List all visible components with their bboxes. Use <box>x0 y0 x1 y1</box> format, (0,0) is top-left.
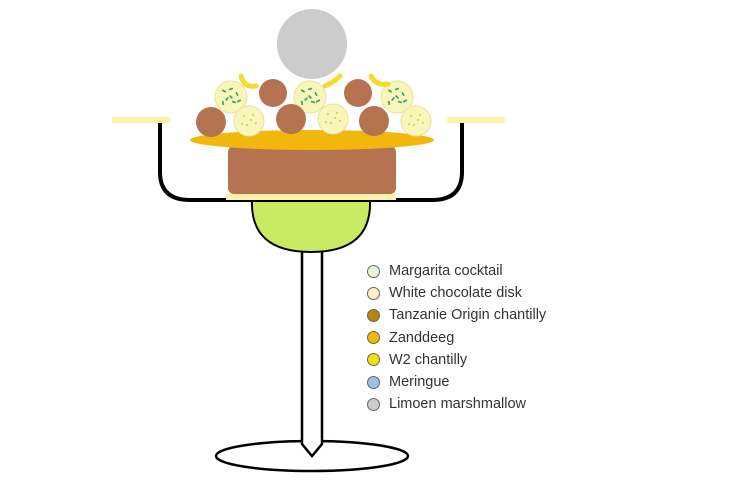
cream-dot <box>245 123 249 127</box>
chocolate-ball <box>359 106 389 136</box>
sprinkle <box>228 87 234 91</box>
sprinkle <box>236 99 242 103</box>
legend-swatch <box>367 375 380 389</box>
glass-rim-right <box>447 117 505 123</box>
chocolate-ball <box>276 104 306 134</box>
legend-swatch <box>367 397 380 411</box>
legend: Margarita cocktail White chocolate disk … <box>367 260 546 415</box>
sprinkle <box>314 91 318 97</box>
legend-item-margarita: Margarita cocktail <box>367 260 546 282</box>
sprinkle <box>300 89 306 93</box>
cream-dot <box>329 121 333 125</box>
sprinkle <box>395 95 399 99</box>
legend-swatch <box>367 353 380 367</box>
sprinkle <box>221 100 225 106</box>
sprinkle <box>308 95 312 99</box>
sprinkle <box>231 100 237 104</box>
sprinkle <box>401 91 405 97</box>
banana-slice <box>322 73 343 89</box>
sprinkle <box>304 96 308 102</box>
zanddeeg-disk <box>190 130 434 150</box>
legend-label: Limoen marshmallow <box>389 396 526 413</box>
cream-ball <box>317 103 349 135</box>
sprinkle <box>225 96 229 102</box>
legend-label: W2 chantilly <box>389 351 468 368</box>
tanzanie-chantilly-block <box>228 146 396 194</box>
sprinkle <box>221 89 227 93</box>
legend-item-marshmallow: Limoen marshmallow <box>367 393 546 415</box>
white-chocolate-disk <box>226 194 396 200</box>
cream-dot <box>249 118 253 122</box>
cream-dots <box>240 111 425 127</box>
cream-dot <box>409 114 413 118</box>
banana-slice <box>368 73 391 87</box>
legend-swatch <box>367 308 380 322</box>
legend-label: White chocolate disk <box>389 285 522 302</box>
sprinkle <box>391 96 395 102</box>
legend-item-zanddeeg: Zanddeeg <box>367 327 546 349</box>
cream-dot <box>407 122 411 126</box>
cream-dot <box>416 118 420 122</box>
legend-item-tanzanie: Tanzanie Origin chantilly <box>367 304 546 326</box>
cream-dot <box>254 121 258 125</box>
chocolate-ball <box>344 79 372 107</box>
cream-dot <box>421 121 425 125</box>
sprinkle <box>397 100 403 104</box>
cream-ball <box>400 105 432 137</box>
limoen-marshmallow <box>277 9 347 79</box>
sprinkle <box>235 91 239 97</box>
sprinkle <box>229 95 233 99</box>
cream-dot <box>242 114 246 118</box>
banana-slice <box>238 73 259 89</box>
sprinkle <box>394 87 400 91</box>
cream-dot <box>338 119 342 123</box>
cream-dot <box>418 113 422 117</box>
legend-item-w2: W2 chantilly <box>367 349 546 371</box>
cream-dot <box>333 116 337 120</box>
cream-ball <box>233 105 265 137</box>
chocolate-ball <box>196 107 226 137</box>
legend-item-white-chocolate: White chocolate disk <box>367 282 546 304</box>
sprinkles <box>221 87 408 106</box>
legend-swatch <box>367 286 380 300</box>
cocktail-bowl <box>250 199 372 254</box>
cream-dot <box>324 120 328 124</box>
legend-label: Margarita cocktail <box>389 263 503 280</box>
legend-swatch <box>367 264 380 278</box>
legend-label: Zanddeeg <box>389 329 455 346</box>
sprinkle <box>387 89 393 93</box>
cream-dot <box>251 113 255 117</box>
sprinkle <box>315 99 321 103</box>
sprinkle <box>387 100 391 106</box>
cream-dot <box>240 122 244 126</box>
glass-rim-left <box>112 117 170 123</box>
legend-label: Tanzanie Origin chantilly <box>389 307 547 324</box>
sprinkle <box>300 100 304 106</box>
legend-item-meringue: Meringue <box>367 371 546 393</box>
sprinkle <box>402 99 408 103</box>
legend-swatch <box>367 331 380 345</box>
sprinkle <box>310 100 316 104</box>
legend-label: Meringue <box>389 374 450 391</box>
cream-dot <box>335 111 339 115</box>
cream-dot <box>412 123 416 127</box>
sprinkle <box>307 87 313 91</box>
cream-dot <box>326 112 330 116</box>
chocolate-ball <box>259 79 287 107</box>
glass-stem <box>300 246 324 458</box>
